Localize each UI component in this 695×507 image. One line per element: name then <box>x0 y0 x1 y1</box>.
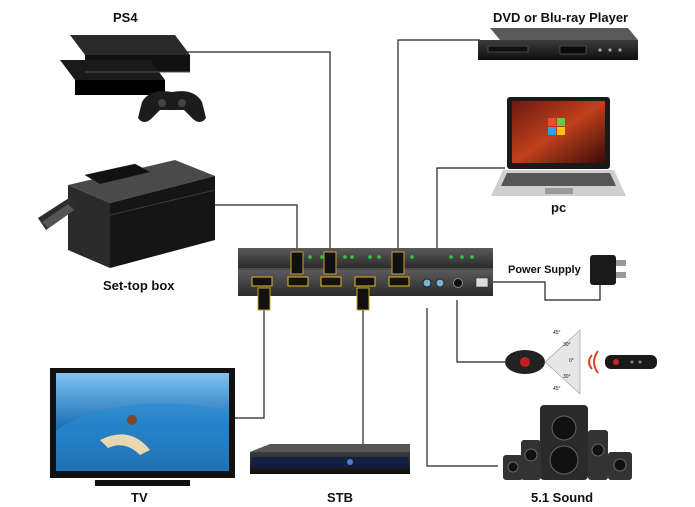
ps4-console-icon <box>60 35 190 95</box>
laptop-pc-icon <box>491 97 626 196</box>
ir-angle-label-2: 30° <box>563 342 571 348</box>
aux-jacks <box>422 277 489 288</box>
hdmi-ports <box>251 276 410 287</box>
sound-label: 5.1 Sound <box>531 490 594 505</box>
settop-box-icon <box>68 160 216 268</box>
pc-label: pc <box>551 200 567 215</box>
stb-icon <box>250 444 410 474</box>
ir-remote-icon <box>588 350 657 374</box>
speaker-system-icon <box>503 405 632 480</box>
tv-label: TV <box>131 490 148 505</box>
cable-ir <box>456 300 505 363</box>
cable-sound <box>426 308 498 467</box>
ir-angle-label-5: 45° <box>553 386 561 392</box>
cable-pc <box>436 167 505 262</box>
cable-settop <box>215 204 298 250</box>
cable-ps4 <box>185 51 331 250</box>
cable-dvd <box>397 39 480 250</box>
stb-label: STB <box>327 490 353 505</box>
hdmi-plugs <box>257 251 405 311</box>
ir-angle-diagram <box>544 329 581 395</box>
ps4-controller-icon <box>138 91 206 122</box>
settop-label: Set-top box <box>103 278 175 293</box>
dvd-label: DVD or Blu-ray Player <box>493 10 629 25</box>
cables <box>185 39 601 467</box>
ir-angle-label-3: 0° <box>569 358 574 364</box>
status-leds <box>308 255 474 259</box>
ir-receiver-icon <box>505 350 545 374</box>
ir-angle-label-1: 45° <box>553 330 561 336</box>
remote-control-icon <box>38 196 80 230</box>
ps4-label: PS4 <box>113 10 138 25</box>
power-adapter-icon <box>590 255 626 285</box>
ir-angle-label-4: 30° <box>563 374 571 380</box>
dvd-player-icon <box>478 28 638 60</box>
power-label: Power Supply <box>508 264 581 276</box>
cable-power <box>490 281 601 301</box>
cable-tv <box>235 310 265 419</box>
tv-icon <box>50 368 235 486</box>
